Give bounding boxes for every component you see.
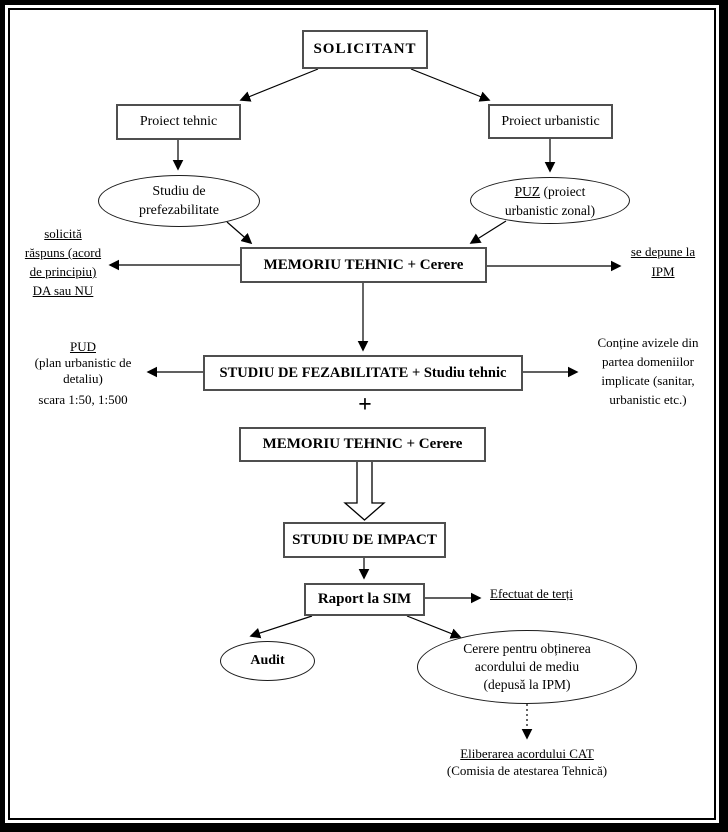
- eliberare-acord-note: Eliberarea acordului CAT (Comisia de ate…: [412, 745, 642, 779]
- contine-avizele-note: Conține avizele din partea domeniilor im…: [583, 333, 713, 409]
- studiu-impact-box: STUDIU DE IMPACT: [283, 522, 446, 558]
- pud-line3: detaliu): [63, 371, 103, 386]
- puz-line1-rest: (proiect: [540, 183, 586, 199]
- studiu-impact-label: STUDIU DE IMPACT: [292, 531, 437, 548]
- pud-line2: (plan urbanistic de: [34, 355, 132, 370]
- solicita-line3: de principiu): [29, 264, 97, 279]
- avize-line3: implicate (sanitar,: [601, 373, 695, 388]
- se-depune-line2: IPM: [651, 264, 675, 279]
- cerere-line1: Cerere pentru obținerea: [463, 641, 591, 656]
- arrow-solicitant-to-proiect-tehnic: [239, 68, 319, 102]
- solicita-raspuns-note: solicită răspuns (acord de principiu) DA…: [12, 224, 114, 300]
- arrow-prefezabilitate-to-memoriu1: [226, 221, 253, 245]
- proiect-urbanistic-box: Proiect urbanistic: [488, 104, 613, 139]
- pud-note: PUD (plan urbanistic de detaliu) scara 1…: [18, 339, 148, 408]
- hollow-arrow-memoriu2-to-impact: [343, 461, 386, 521]
- pud-line1: PUD: [69, 339, 96, 354]
- plus-sign: +: [358, 392, 372, 418]
- audit-ellipse: Audit: [220, 641, 315, 681]
- arrow-puz-to-memoriu1: [469, 220, 507, 244]
- audit-label: Audit: [250, 653, 285, 668]
- arrow-solicitant-to-proiect-urbanistic: [410, 68, 491, 102]
- prefezabilitate-line2: prefezabilitate: [138, 203, 220, 218]
- arrow-raport-to-cerere: [406, 615, 462, 639]
- cerere-line2: acordului de mediu: [474, 659, 580, 674]
- studiu-prefezabilitate-ellipse: Studiu de prefezabilitate: [98, 175, 260, 227]
- puz-ellipse: PUZ (proiect urbanistic zonal): [470, 177, 630, 224]
- studiu-fezabilitate-box: STUDIU DE FEZABILITATE + Studiu tehnic: [203, 355, 523, 391]
- solicita-line4: DA sau NU: [32, 283, 94, 298]
- pud-line4: scara 1:50, 1:500: [38, 392, 128, 407]
- eliberare-line1: Eliberarea acordului CAT: [460, 746, 594, 761]
- memoriu-tehnic-cerere-box-1: MEMORIU TEHNIC + Cerere: [240, 247, 487, 283]
- studiu-fezabilitate-label: STUDIU DE FEZABILITATE + Studiu tehnic: [219, 364, 507, 381]
- avize-line1: Conține avizele din: [597, 335, 699, 350]
- raport-la-sim-box: Raport la SIM: [304, 583, 425, 616]
- efectuat-de-terti-note: Efectuat de terți: [490, 586, 574, 601]
- solicitant-label: SOLICITANT: [313, 41, 417, 57]
- puz-abbr: PUZ: [514, 183, 541, 199]
- se-depune-la-ipm-note: se depune la IPM: [622, 242, 704, 282]
- puz-line1: PUZ (proiect: [515, 182, 586, 201]
- memoriu-tehnic-2-label: MEMORIU TEHNIC + Cerere: [262, 436, 463, 452]
- proiect-tehnic-label: Proiect tehnic: [139, 114, 218, 129]
- avize-line4: urbanistic etc.): [609, 392, 687, 407]
- solicitant-box: SOLICITANT: [302, 30, 428, 69]
- proiect-urbanistic-label: Proiect urbanistic: [501, 113, 600, 129]
- raport-la-sim-label: Raport la SIM: [317, 591, 412, 607]
- solicita-line2: răspuns (acord: [24, 245, 102, 260]
- solicita-line1: solicită: [44, 226, 82, 241]
- se-depune-line1: se depune la: [630, 244, 696, 259]
- proiect-tehnic-box: Proiect tehnic: [116, 104, 241, 140]
- cerere-acord-mediu-ellipse: Cerere pentru obținerea acordului de med…: [417, 630, 637, 704]
- arrow-raport-to-audit: [249, 615, 313, 639]
- memoriu-tehnic-1-label: MEMORIU TEHNIC + Cerere: [263, 256, 464, 273]
- cerere-line3: (depusă la IPM): [483, 677, 571, 692]
- memoriu-tehnic-cerere-box-2: MEMORIU TEHNIC + Cerere: [239, 427, 486, 462]
- puz-line2: urbanistic zonal): [504, 202, 596, 218]
- prefezabilitate-line1: Studiu de: [152, 184, 206, 199]
- avize-line2: partea domeniilor: [601, 354, 695, 369]
- eliberare-line2: (Comisia de atestarea Tehnică): [446, 763, 608, 778]
